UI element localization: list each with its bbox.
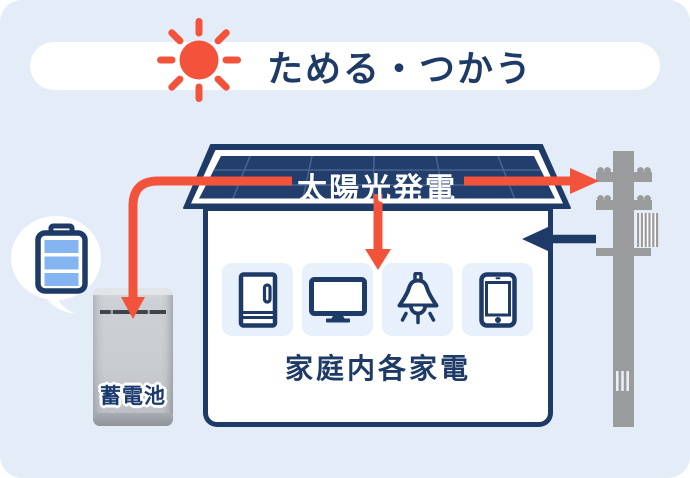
battery-label: 蓄電池 bbox=[100, 384, 166, 408]
solar-panel-label: 太陽光発電 bbox=[297, 172, 457, 207]
battery-vent bbox=[100, 310, 166, 314]
smartphone-icon bbox=[478, 271, 517, 328]
battery-unit: 蓄電池 bbox=[93, 288, 173, 426]
tv-icon bbox=[308, 276, 367, 322]
sun-icon bbox=[156, 18, 241, 102]
battery-top-cap bbox=[93, 288, 173, 295]
appliance-tile-tv bbox=[302, 263, 373, 336]
appliances-label: 家庭内各家電 bbox=[284, 352, 471, 385]
appliance-tile-pendant-light bbox=[382, 263, 453, 336]
appliance-tile-smartphone bbox=[462, 263, 533, 336]
pendant-light-icon bbox=[397, 271, 438, 324]
title-banner: ためる・つかう bbox=[30, 18, 660, 102]
appliance-tile-refrigerator bbox=[222, 263, 293, 336]
page-title: ためる・つかう bbox=[266, 49, 533, 90]
refrigerator-icon bbox=[238, 271, 277, 328]
battery-base bbox=[93, 413, 173, 426]
